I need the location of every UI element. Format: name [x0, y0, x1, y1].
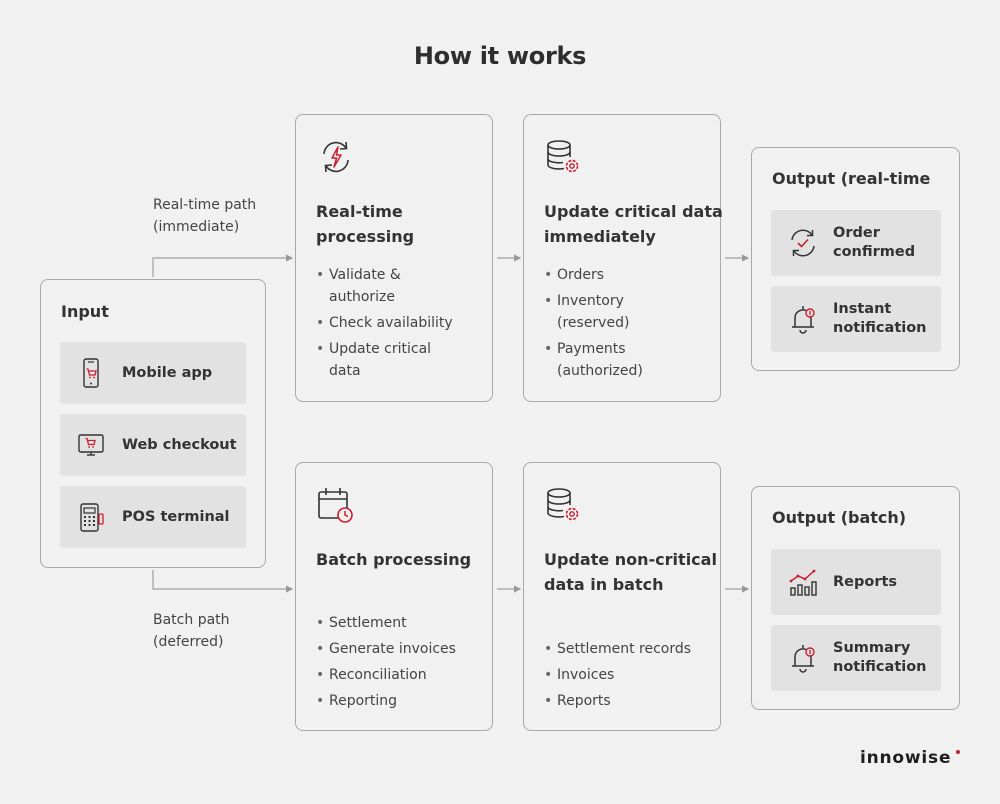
- list-item: Validate & authorize: [316, 264, 466, 308]
- batch-processing-title: Batch processing: [316, 550, 472, 569]
- realtime-path-connector: [152, 254, 294, 277]
- update-critical-title: Update critical data immediately: [544, 202, 723, 246]
- list-item: Update critical data: [316, 338, 466, 382]
- list-item: Check availability: [316, 312, 466, 334]
- update-critical-box: Update critical data immediately Orders …: [523, 114, 723, 402]
- batch-path-connector: [152, 570, 294, 593]
- input-item-web-checkout: Web checkout: [60, 414, 246, 476]
- sync-check-icon: [791, 229, 815, 257]
- list-item: Inventory (reserved): [544, 290, 694, 334]
- output-item-label: Order confirmed: [833, 225, 916, 260]
- output-item-label: Summary notification: [833, 640, 927, 675]
- list-item: Payments (authorized): [544, 338, 694, 382]
- list-item: Reconciliation: [316, 664, 476, 686]
- bell-alert-icon: [792, 306, 815, 334]
- input-item-label: Web checkout: [122, 437, 237, 453]
- input-item-label: Mobile app: [122, 365, 213, 381]
- input-box: Input Mobile app Web checkout: [40, 279, 266, 568]
- update-noncritical-list: Settlement records Invoices Reports: [544, 638, 714, 716]
- list-item: Reports: [544, 690, 714, 712]
- bar-chart-icon: [789, 569, 817, 596]
- output-item-summary-notification: Summary notification: [771, 625, 941, 691]
- company-logo: innowise: [860, 748, 952, 768]
- lightning-sync-icon: [323, 141, 349, 173]
- batch-processing-list: Settlement Generate invoices Reconciliat…: [316, 612, 476, 716]
- realtime-processing-list: Validate & authorize Check availability …: [316, 264, 466, 386]
- output-item-reports: Reports: [771, 549, 941, 615]
- batch-path-label: Batch path (deferred): [153, 612, 230, 650]
- list-item: Settlement records: [544, 638, 714, 660]
- realtime-path-label: Real-time path (immediate): [153, 197, 257, 235]
- batch-processing-box: Batch processing Settlement Generate inv…: [295, 462, 493, 731]
- input-item-mobile-app: Mobile app: [60, 342, 246, 404]
- list-item: Settlement: [316, 612, 476, 634]
- output-item-order-confirmed: Order confirmed: [771, 210, 941, 276]
- update-critical-list: Orders Inventory (reserved) Payments (au…: [544, 264, 694, 386]
- output-item-label: Instant notification: [833, 301, 927, 336]
- monitor-cart-icon: [78, 434, 104, 456]
- logo-dot: [956, 750, 960, 754]
- input-item-pos-terminal: POS terminal: [60, 486, 246, 548]
- input-title: Input: [61, 302, 109, 321]
- database-gear-icon: [547, 488, 579, 521]
- input-item-label: POS terminal: [122, 509, 230, 525]
- database-gear-icon: [547, 140, 579, 173]
- output-realtime-title: Output (real-time: [772, 169, 931, 188]
- update-noncritical-title: Update non-critical data in batch: [544, 550, 717, 594]
- output-item-instant-notification: Instant notification: [771, 286, 941, 352]
- output-batch-box: Output (batch) Reports Summary notificat…: [751, 486, 960, 710]
- page-title: How it works: [413, 42, 587, 70]
- output-item-label: Reports: [833, 573, 898, 590]
- output-realtime-box: Output (real-time Order confirmed Instan…: [751, 147, 960, 371]
- pos-terminal-icon: [80, 503, 104, 532]
- mobile-phone-cart-icon: [83, 358, 99, 388]
- list-item: Generate invoices: [316, 638, 476, 660]
- output-batch-title: Output (batch): [772, 508, 907, 527]
- calendar-clock-icon: [318, 488, 353, 523]
- list-item: Invoices: [544, 664, 714, 686]
- realtime-processing-box: Real-time processing Validate & authoriz…: [295, 114, 493, 402]
- realtime-processing-title: Real-time processing: [316, 202, 415, 246]
- update-noncritical-box: Update non-critical data in batch Settle…: [523, 462, 721, 731]
- list-item: Orders: [544, 264, 694, 286]
- bell-alert-icon: [792, 645, 815, 673]
- list-item: Reporting: [316, 690, 476, 712]
